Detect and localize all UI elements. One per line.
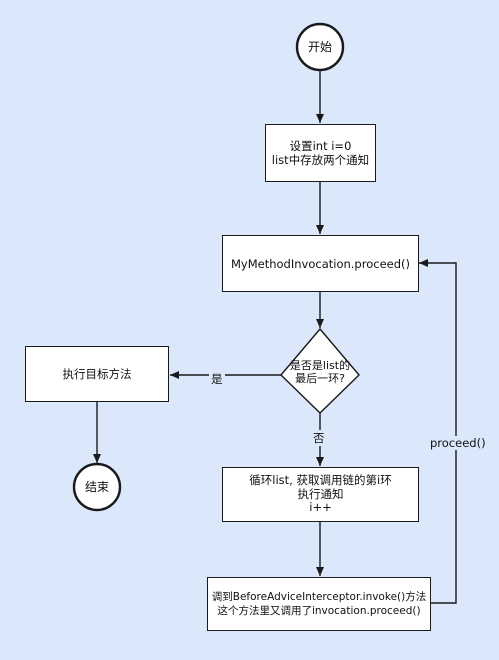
proceed-node: MyMethodInvocation.proceed() (222, 235, 419, 292)
before-advice-node: 调到BeforeAdviceInterceptor.invoke()方法 这个方… (207, 577, 431, 631)
proceed-label: MyMethodInvocation.proceed() (231, 256, 410, 271)
loop-line-1: 循环list, 获取调用链的第i环 (249, 473, 392, 488)
loop-node: 循环list, 获取调用链的第i环 执行通知 i++ (222, 467, 419, 522)
loop-line-2: 执行通知 (297, 486, 344, 501)
init-line-1: 设置int i=0 (289, 139, 352, 153)
init-line-2: list中存放两个通知 (271, 153, 370, 167)
before-advice-line-1: 调到BeforeAdviceInterceptor.invoke()方法 (211, 591, 427, 603)
edge-advice-back-to-proceed (419, 259, 457, 604)
decision-node: 是否是list的 最后一环? (281, 352, 359, 392)
decision-line-2: 最后一环? (295, 372, 345, 385)
yes-label: 是 (209, 371, 225, 387)
start-node: 开始 (297, 24, 343, 70)
exec-target-node: 执行目标方法 (25, 346, 169, 402)
before-advice-line-2: 这个方法里又调用了invocation.proceed() (217, 605, 421, 617)
no-label: 否 (311, 430, 327, 446)
end-node: 结束 (74, 464, 120, 510)
init-node: 设置int i=0 list中存放两个通知 (265, 124, 376, 182)
decision-line-1: 是否是list的 (289, 359, 351, 372)
exec-target-label: 执行目标方法 (62, 367, 132, 381)
end-node-shape (72, 462, 122, 512)
proceed-back-label: proceed() (428, 436, 488, 450)
start-label: 开始 (307, 40, 332, 54)
end-label: 结束 (84, 480, 109, 494)
loop-line-3: i++ (309, 500, 332, 515)
